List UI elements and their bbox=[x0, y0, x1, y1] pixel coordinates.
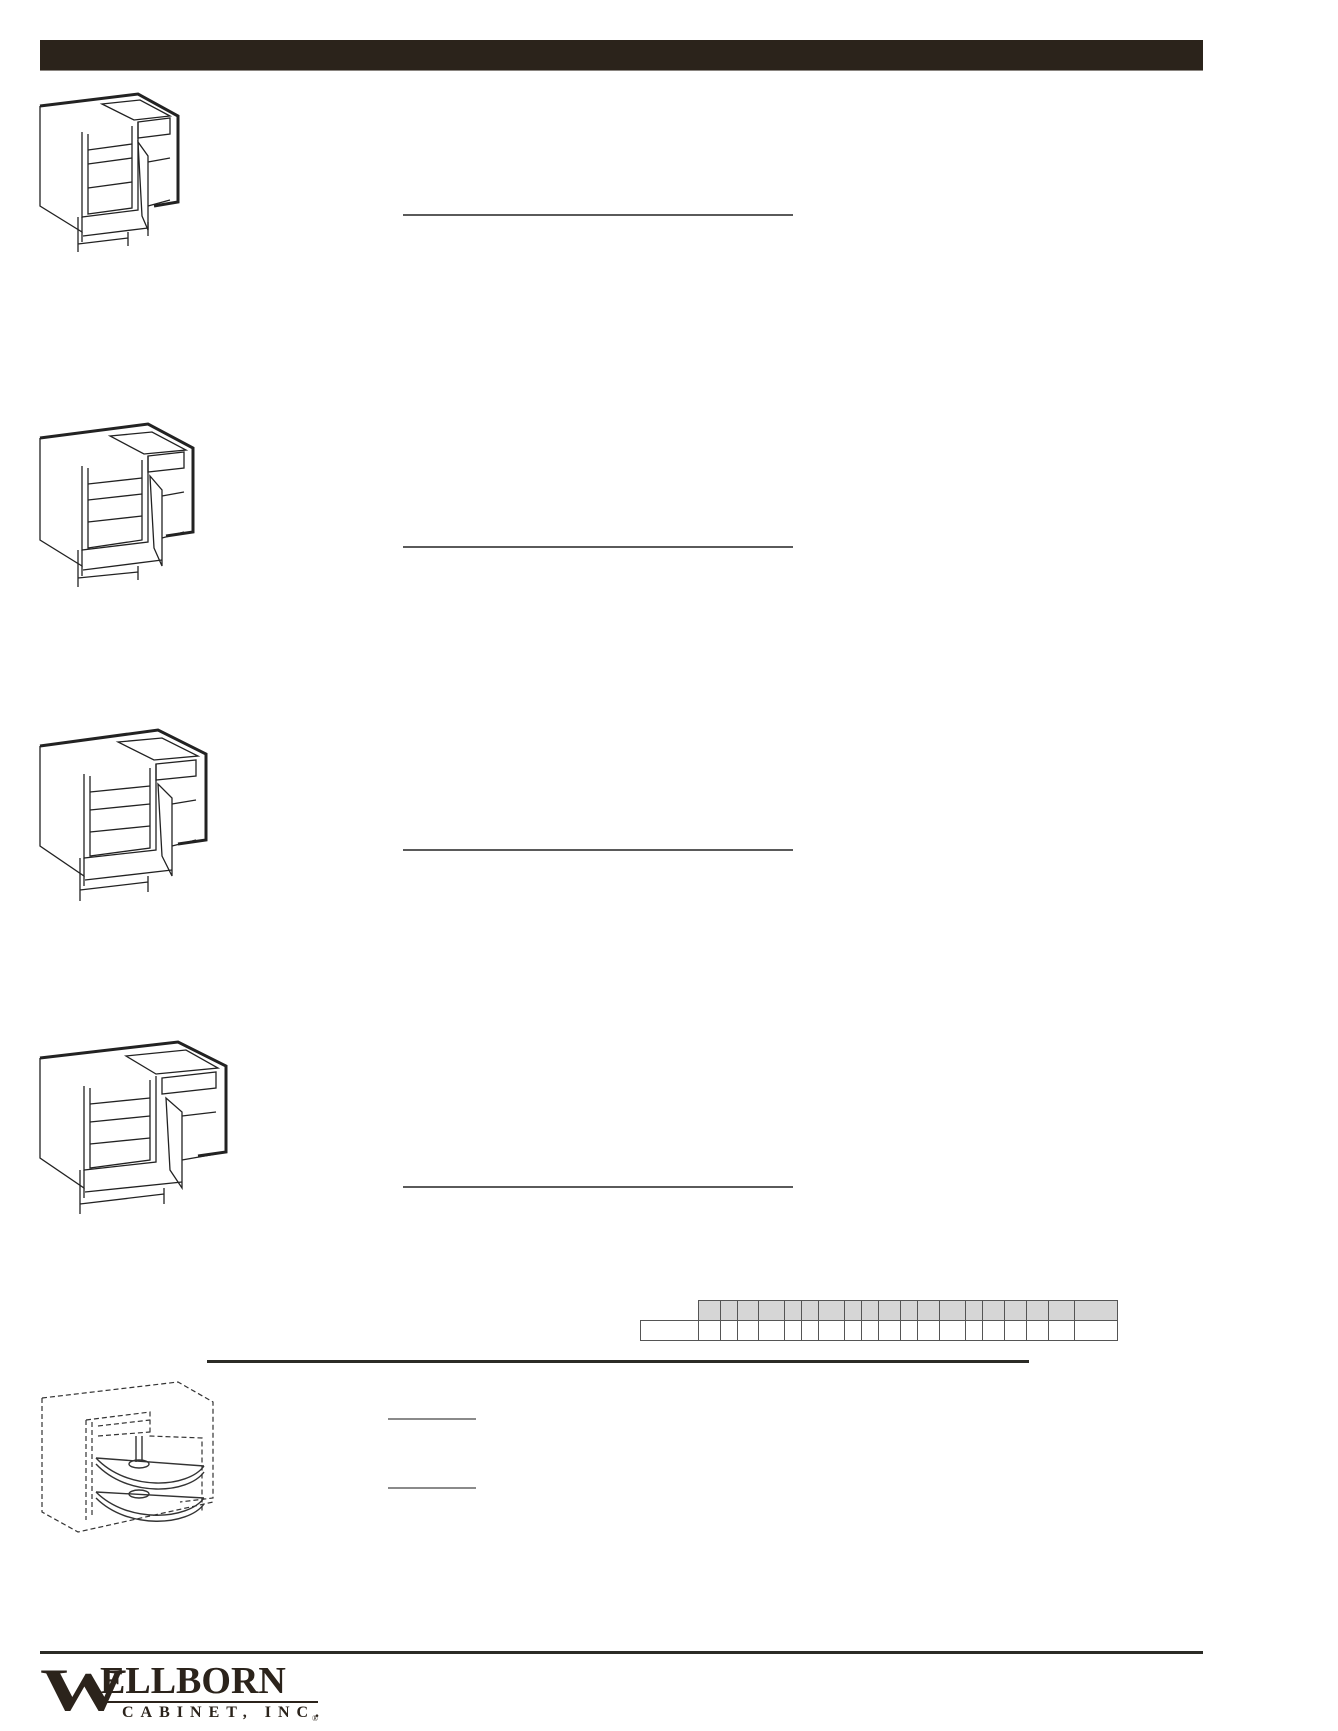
spec-table-header-cell bbox=[938, 1300, 966, 1321]
spec-table-cell bbox=[719, 1320, 738, 1341]
spec-table-cell bbox=[938, 1320, 966, 1341]
registered-mark-icon: ® bbox=[312, 1714, 319, 1723]
spec-table-cell bbox=[1003, 1320, 1027, 1341]
spec-table-header-cell bbox=[817, 1300, 845, 1321]
lazy-susan-divider-2 bbox=[388, 1487, 476, 1489]
spec-table-cell bbox=[1047, 1320, 1075, 1341]
spec-table-header-cell bbox=[981, 1300, 1005, 1321]
spec-table-cell bbox=[757, 1320, 785, 1341]
spec-table-cell bbox=[697, 1320, 721, 1341]
spec-table-cell bbox=[783, 1320, 802, 1341]
section-divider-1 bbox=[403, 214, 793, 216]
header-bar bbox=[40, 40, 1203, 71]
half-moon-lazy-susan-icon bbox=[41, 1381, 214, 1533]
cabinet-illustration-3 bbox=[38, 726, 213, 906]
spec-table-header-cell bbox=[783, 1300, 802, 1321]
spec-table-header-cell bbox=[877, 1300, 901, 1321]
spec-table-header-row bbox=[641, 1300, 1118, 1321]
spec-table-cell bbox=[899, 1320, 918, 1341]
spec-table-header-cell bbox=[1003, 1300, 1027, 1321]
spec-table-header-cell bbox=[899, 1300, 918, 1321]
spec-table-header-cell bbox=[1025, 1300, 1049, 1321]
spec-table-header-cell bbox=[800, 1300, 819, 1321]
section-divider-long bbox=[207, 1360, 1029, 1363]
lazy-susan-illustration bbox=[38, 1380, 218, 1540]
spec-table-header-cell bbox=[860, 1300, 879, 1321]
spec-table-header-cell bbox=[757, 1300, 785, 1321]
logo-initial: W bbox=[40, 1657, 127, 1723]
cabinet-illustration-4 bbox=[38, 1036, 233, 1216]
spec-table-header-cell bbox=[697, 1300, 721, 1321]
spec-table-cell bbox=[800, 1320, 819, 1341]
spec-table-row bbox=[640, 1320, 1118, 1341]
blind-corner-base-cabinet-icon bbox=[39, 422, 195, 587]
spec-table-cell bbox=[860, 1320, 879, 1341]
spec-table-cell bbox=[640, 1320, 699, 1341]
blind-corner-base-cabinet-icon bbox=[39, 1040, 228, 1214]
specification-table bbox=[640, 1300, 1118, 1341]
spec-table-header-cell bbox=[916, 1300, 940, 1321]
spec-table-header-cell bbox=[719, 1300, 738, 1321]
spec-table-cell bbox=[843, 1320, 862, 1341]
footer-rule bbox=[40, 1651, 1203, 1654]
section-divider-4 bbox=[403, 1186, 793, 1188]
spec-table-cell bbox=[1073, 1320, 1118, 1341]
spec-table-cell bbox=[916, 1320, 940, 1341]
spec-table-header-cell bbox=[964, 1300, 983, 1321]
section-divider-3 bbox=[403, 849, 793, 851]
spec-table-header-cell bbox=[1073, 1300, 1118, 1321]
lazy-susan-divider-1 bbox=[388, 1418, 476, 1420]
spec-table-cell bbox=[736, 1320, 759, 1341]
wellborn-logo: W ELLBORN CABINET, INC. ® bbox=[40, 1657, 340, 1723]
blind-corner-base-cabinet-icon bbox=[39, 728, 208, 901]
spec-table-cell bbox=[981, 1320, 1005, 1341]
section-divider-2 bbox=[403, 546, 793, 548]
spec-table-header-cell bbox=[843, 1300, 862, 1321]
spec-table-header-cell bbox=[1047, 1300, 1075, 1321]
blind-corner-base-cabinet-icon bbox=[39, 92, 180, 252]
spec-table-cell bbox=[877, 1320, 901, 1341]
logo-subtitle: CABINET, INC. bbox=[122, 1704, 327, 1721]
spec-table-cell bbox=[817, 1320, 845, 1341]
logo-underline bbox=[100, 1701, 318, 1703]
cabinet-illustration-2 bbox=[38, 422, 198, 597]
cabinet-illustration-1 bbox=[38, 92, 188, 262]
spec-table-header-cell bbox=[736, 1300, 759, 1321]
spec-table-cell bbox=[964, 1320, 983, 1341]
spec-table-cell bbox=[1025, 1320, 1049, 1341]
spec-table-blank bbox=[641, 1301, 699, 1321]
logo-word: ELLBORN bbox=[100, 1660, 286, 1702]
